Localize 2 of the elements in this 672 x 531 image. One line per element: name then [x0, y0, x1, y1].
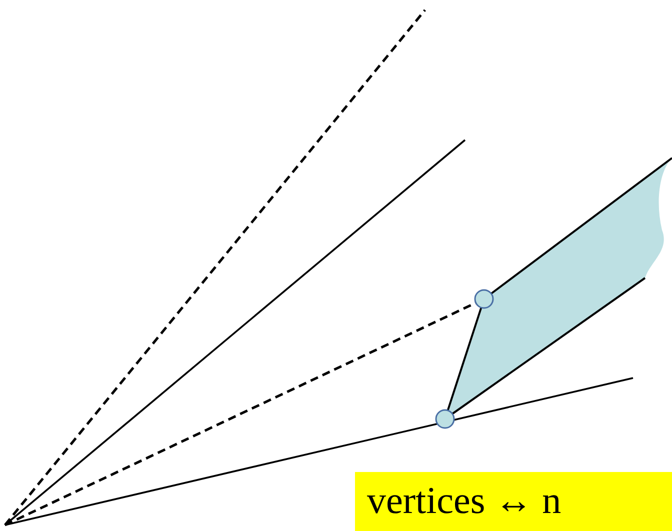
note-box [355, 472, 672, 531]
note-text: vertices ↔ n [367, 480, 562, 522]
